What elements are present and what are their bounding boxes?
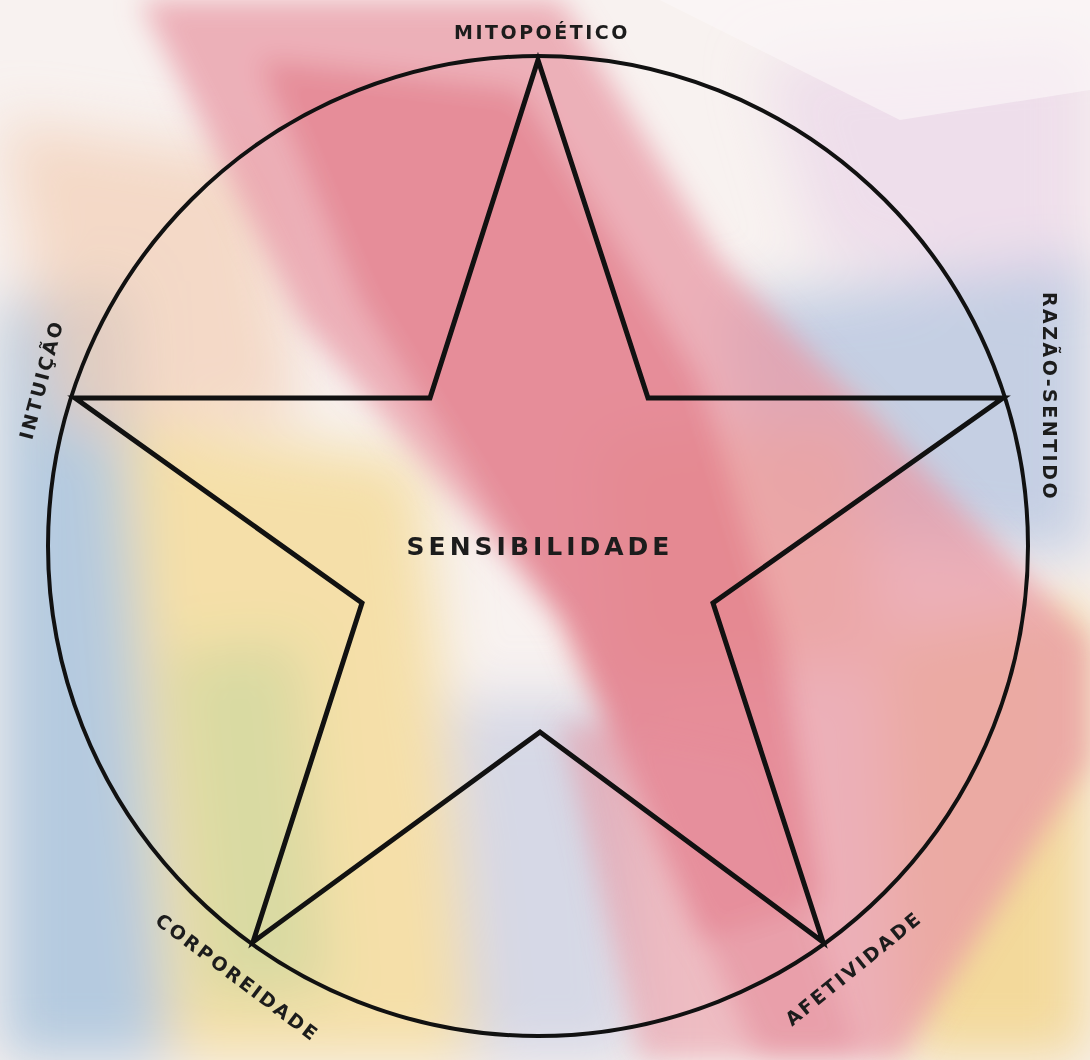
star-shape <box>75 60 1003 942</box>
center-title: SENSIBILIDADE <box>407 532 674 561</box>
dimension-label: CORPOREIDADE <box>152 910 322 1045</box>
dimension-label: INTUIÇÃO <box>17 317 67 441</box>
circle-outline <box>48 56 1028 1036</box>
star-circle-node: SENSIBILIDADE <box>44 52 1032 1040</box>
dimension-label: RAZÃO-SENTIDO <box>1040 291 1059 500</box>
dimension-label: MITOPOÉTICO <box>454 23 630 42</box>
